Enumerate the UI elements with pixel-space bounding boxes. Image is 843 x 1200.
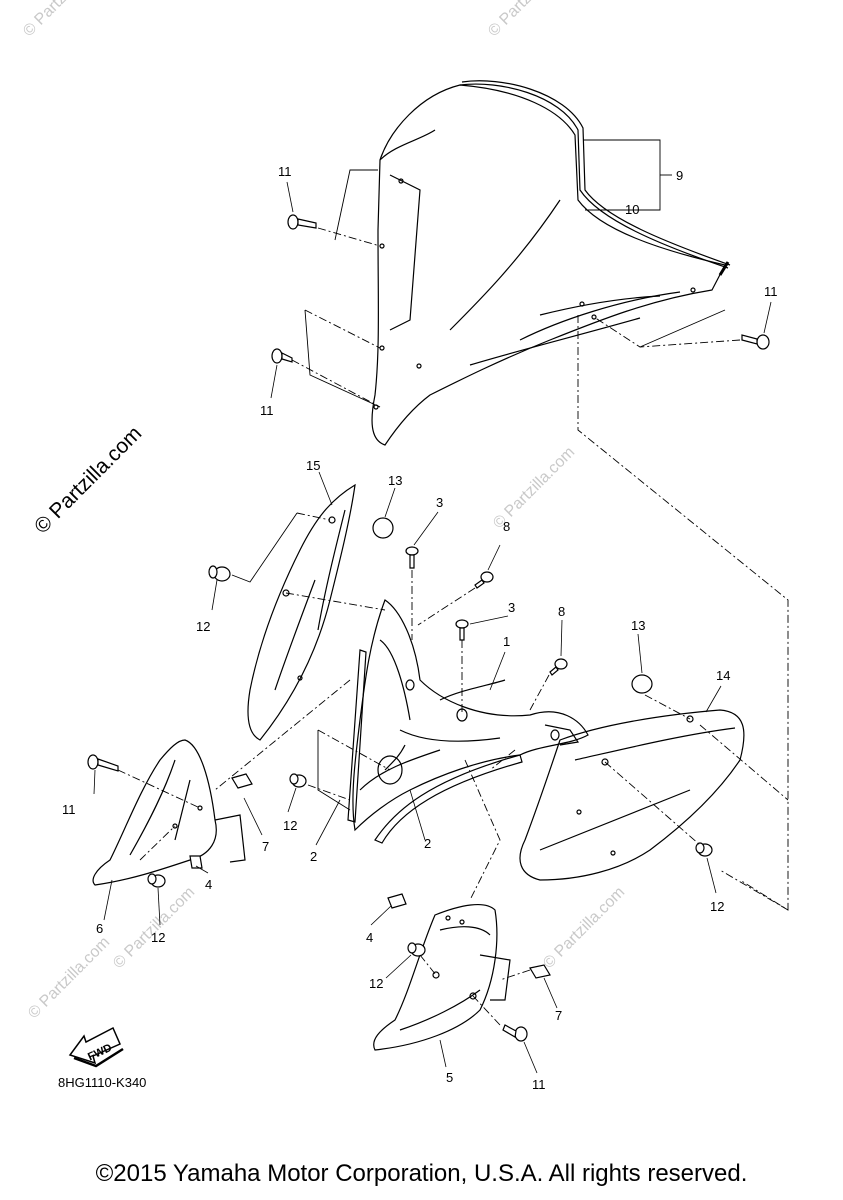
callout-4: 4: [205, 877, 212, 892]
windshield: [371, 80, 731, 446]
callout-11: 11: [62, 802, 76, 817]
fwd-arrow-icon: FWD: [68, 1026, 124, 1068]
callout-11: 11: [278, 164, 292, 179]
callout-lines: [93, 181, 772, 1074]
callout-14: 14: [716, 668, 730, 683]
callout-8: 8: [558, 604, 565, 619]
callout-5: 5: [446, 1070, 453, 1085]
callout-12: 12: [369, 976, 383, 991]
callout-12: 12: [196, 619, 210, 634]
callout-3: 3: [436, 495, 443, 510]
leader-lines: [117, 139, 789, 1026]
callout-2: 2: [424, 836, 431, 851]
under-cowl: [373, 904, 511, 1051]
callout-10: 10: [625, 202, 639, 217]
copyright-footer: ©2015 Yamaha Motor Corporation, U.S.A. A…: [95, 1160, 748, 1187]
seal-strips: [347, 649, 523, 844]
callout-7: 7: [555, 1008, 562, 1023]
callout-2: 2: [310, 849, 317, 864]
callout-11: 11: [764, 284, 778, 299]
callout-6: 6: [96, 921, 103, 936]
callout-15: 15: [306, 458, 320, 473]
callout-12: 12: [710, 899, 724, 914]
side-cover-left: [92, 739, 246, 886]
callout-3: 3: [508, 600, 515, 615]
upper-cowl: [352, 599, 589, 832]
callout-13: 13: [631, 618, 645, 633]
side-cover-right: [519, 709, 745, 881]
fasteners: [87, 214, 770, 1042]
callout-1: 1: [503, 634, 510, 649]
callout-11: 11: [532, 1077, 546, 1092]
callout-13: 13: [388, 473, 402, 488]
parts-diagram: 11 11 11 11 11 9 10 15 13 13 3 3 8 8 1 1…: [62, 80, 789, 1092]
callout-4: 4: [366, 930, 373, 945]
callout-11: 11: [260, 403, 274, 418]
callout-7: 7: [262, 839, 269, 854]
callout-9: 9: [676, 168, 683, 183]
callout-numbers: 11 11 11 11 11 9 10 15 13 13 3 3 8 8 1 1…: [62, 164, 778, 1092]
callout-8: 8: [503, 519, 510, 534]
callout-12: 12: [283, 818, 297, 833]
inner-panel: [247, 483, 356, 741]
reference-code: 8HG1110-K340: [58, 1075, 147, 1090]
callout-12: 12: [151, 930, 165, 945]
